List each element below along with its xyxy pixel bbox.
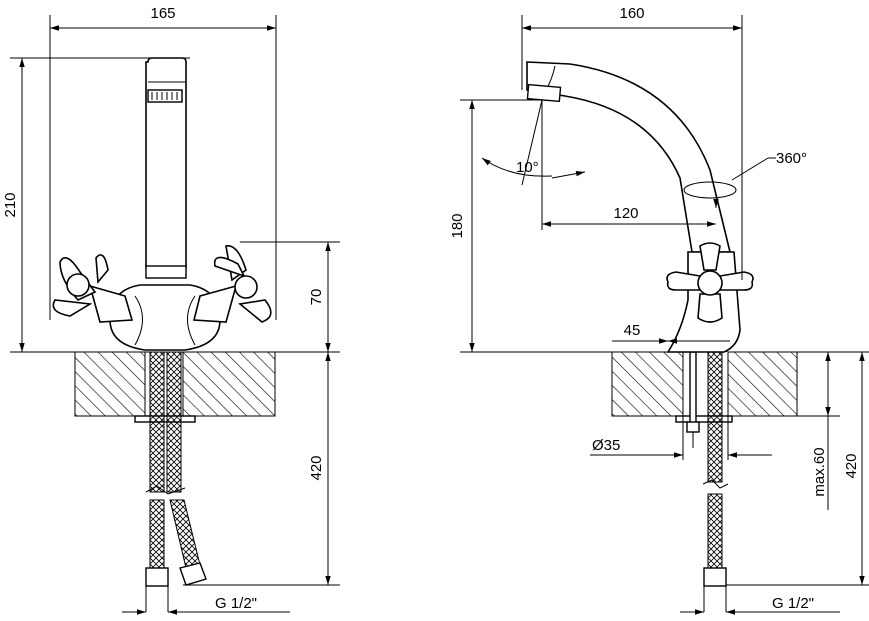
side-swivel-ring	[683, 181, 737, 199]
side-hole-label: Ø35	[592, 437, 620, 454]
front-hose-left	[149, 351, 165, 493]
side-thread-label: G 1/2"	[772, 595, 814, 612]
side-rotation-label: 360°	[776, 150, 807, 167]
side-tilt-label: 10°	[516, 159, 539, 176]
side-stud	[689, 351, 697, 429]
front-height-label: 210	[2, 192, 19, 217]
front-hose-length-label: 420	[308, 455, 325, 480]
front-hose-right-lower	[169, 499, 201, 569]
front-mounting-plate	[134, 415, 196, 423]
side-handle	[666, 242, 754, 323]
front-handle-left	[52, 254, 134, 323]
side-hose-length-label: 420	[843, 453, 860, 478]
side-aerator	[526, 83, 562, 103]
front-handle-height-label: 70	[308, 289, 325, 306]
front-width-label: 165	[150, 5, 175, 22]
front-handle-right	[192, 245, 272, 323]
front-hose-nut-left	[145, 567, 169, 587]
side-view: 160 180 10° 120 360° 45 Ø35 max.60	[449, 5, 869, 615]
front-hose-right	[166, 351, 182, 493]
side-reach-label: 120	[613, 205, 638, 222]
front-hose-nut-right	[179, 562, 207, 586]
front-hose-left-lower	[149, 499, 165, 569]
side-hose-lower	[707, 493, 723, 569]
front-view: 165 210 70 420 G 1/2"	[2, 5, 340, 615]
side-max-thickness-label: max.60	[811, 447, 828, 496]
front-spout-collar	[145, 265, 187, 279]
side-width-label: 160	[619, 5, 644, 22]
side-mounting-plate	[675, 415, 733, 423]
side-hose-upper	[707, 351, 723, 483]
front-thread-label: G 1/2"	[215, 595, 257, 612]
side-base-label: 45	[624, 322, 641, 339]
side-height-label: 180	[449, 213, 466, 238]
side-hose-nut	[703, 567, 727, 587]
